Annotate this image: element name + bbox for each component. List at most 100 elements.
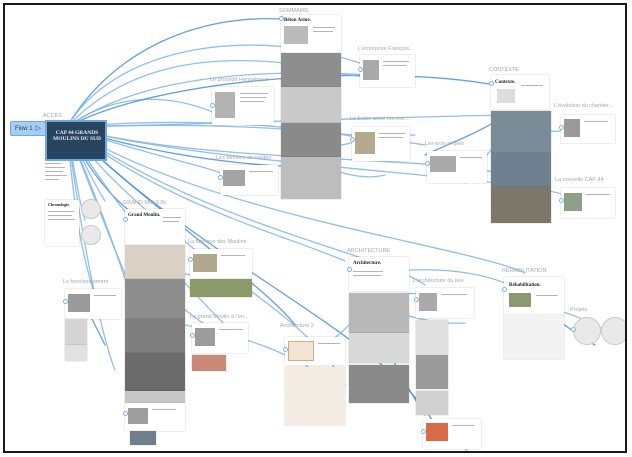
connector-dot[interactable] — [210, 103, 215, 108]
connector-dot[interactable] — [502, 287, 507, 292]
connection-line — [66, 98, 216, 128]
connector-dot[interactable] — [123, 217, 128, 222]
card-rehabilitation[interactable]: Réhabilitation. — [504, 277, 564, 315]
card-photo-silo[interactable] — [281, 157, 341, 199]
card-photo-mill-2[interactable] — [125, 279, 185, 319]
card-architecture-2[interactable] — [285, 337, 345, 365]
card-photo-arch-night[interactable] — [349, 365, 409, 403]
card-photo-tower[interactable] — [416, 355, 448, 389]
card-photo-field[interactable] — [190, 279, 252, 297]
card-photo-mill-5[interactable] — [125, 391, 185, 403]
card-evolution[interactable] — [561, 115, 615, 143]
connection-line — [66, 126, 526, 274]
section-label-projets: Projets — [570, 307, 588, 313]
text-line — [163, 217, 181, 218]
connector-dot[interactable] — [218, 175, 223, 180]
card-photo-plan[interactable] — [192, 355, 226, 371]
connector-dot[interactable] — [571, 327, 576, 332]
card-beton[interactable] — [352, 127, 410, 161]
card-sommaire[interactable]: Béton Armé. — [281, 15, 341, 53]
start-card[interactable]: CAP 44 GRANDS MOULINS DU SUD — [47, 122, 105, 159]
text-line — [460, 157, 482, 158]
card-photo-facade-arch[interactable] — [349, 293, 409, 333]
text-line — [240, 101, 264, 102]
thumbnail — [564, 193, 582, 211]
card-trois[interactable] — [427, 151, 487, 183]
card-entreprise[interactable] — [360, 55, 415, 87]
card-photo-facade[interactable] — [281, 87, 341, 123]
connector-dot[interactable] — [63, 299, 68, 304]
card-photo-mill-1[interactable] — [125, 245, 185, 279]
card-photo-machine[interactable] — [65, 319, 87, 345]
section-label-rehabilitation: RÉHABILITATION — [502, 268, 547, 274]
thumbnail — [426, 423, 448, 441]
card-fonctionnement[interactable] — [65, 289, 121, 319]
card-grand-moulin-hier[interactable] — [192, 323, 248, 353]
card-plan-1[interactable] — [285, 367, 345, 397]
card-architecture-lieu[interactable] — [416, 288, 474, 318]
thumbnail — [68, 294, 90, 312]
text-line — [313, 27, 335, 28]
card-photo-mill-3[interactable] — [125, 319, 185, 353]
card-photo-plan-arch[interactable] — [349, 333, 409, 363]
flow-canvas[interactable]: Flow 1 ▷ CAP 44 GRANDS MOULINS DU SUD AC… — [3, 3, 627, 453]
text-line — [441, 294, 467, 295]
connector-dot[interactable] — [559, 125, 564, 130]
section-label-beton: Le béton armé homme... — [350, 116, 410, 122]
text-line — [353, 275, 381, 276]
start-card-title: CAP 44 GRANDS MOULINS DU SUD — [53, 130, 101, 143]
thumbnail — [363, 60, 379, 80]
card-photo-aerial-3[interactable] — [491, 187, 551, 223]
connector-dot[interactable] — [414, 297, 419, 302]
thumbnail — [223, 170, 245, 186]
card-photo-rehab[interactable] — [504, 315, 564, 359]
card-photo-aerial-2[interactable] — [491, 153, 551, 187]
card-plan-2[interactable] — [285, 399, 345, 425]
thumbnail — [215, 92, 235, 118]
card-photo-aerial-1[interactable] — [491, 111, 551, 153]
connector-dot[interactable] — [559, 198, 564, 203]
project-thumbnail-1[interactable] — [573, 317, 601, 345]
thumbnail — [419, 293, 437, 311]
connector-dot[interactable] — [350, 137, 355, 142]
card-moulins-nantes[interactable] — [220, 165, 278, 195]
thumbnail — [288, 341, 314, 361]
connector-dot[interactable] — [283, 347, 288, 352]
card-photo-building[interactable] — [281, 123, 341, 157]
card-nouvelle[interactable] — [561, 188, 615, 218]
card-rehab-doc[interactable] — [423, 419, 481, 449]
text-line — [45, 171, 63, 172]
section-label-architecture-lieu: L'architecture du lieu — [413, 278, 464, 284]
connector-dot[interactable] — [188, 257, 193, 262]
card-photo-sketch[interactable] — [416, 391, 448, 415]
card-photo-section[interactable] — [416, 320, 448, 354]
text-line — [379, 137, 403, 138]
connector-dot[interactable] — [190, 333, 195, 338]
section-label-architecture: ARCHITECTURE — [347, 248, 391, 254]
card-grand-moulin[interactable]: Grand Moulin. — [125, 209, 185, 245]
card-photo-aerial-old[interactable] — [130, 431, 156, 445]
card-photo-mill-4[interactable] — [125, 353, 185, 391]
connector-dot[interactable] — [279, 16, 284, 21]
connector-dot[interactable] — [421, 429, 426, 434]
card-photo-machine-2[interactable] — [65, 345, 87, 361]
card-architecture[interactable]: Architecture. — [349, 257, 409, 291]
connector-dot[interactable] — [347, 267, 352, 272]
card-fabrique[interactable] — [190, 249, 252, 279]
connector-dot[interactable] — [425, 161, 430, 166]
card-contexte[interactable]: Contexte. — [491, 75, 549, 109]
section-label-grand-moulin: GRAND MOULIN — [123, 200, 166, 206]
card-chronologie[interactable]: Chronologie. — [45, 200, 79, 246]
project-thumbnail-2[interactable] — [601, 317, 625, 345]
card-moulin-doc[interactable] — [125, 403, 185, 431]
round-thumbnail[interactable] — [81, 199, 101, 219]
text-line — [584, 121, 608, 122]
round-thumbnail[interactable] — [81, 225, 101, 245]
connector-dot[interactable] — [358, 67, 363, 72]
card-procede[interactable] — [212, 87, 274, 125]
connector-dot[interactable] — [123, 411, 128, 416]
connector-dot[interactable] — [489, 81, 494, 86]
flow-1-button[interactable]: Flow 1 ▷ — [10, 121, 46, 136]
card-photo-structure[interactable] — [281, 53, 341, 87]
